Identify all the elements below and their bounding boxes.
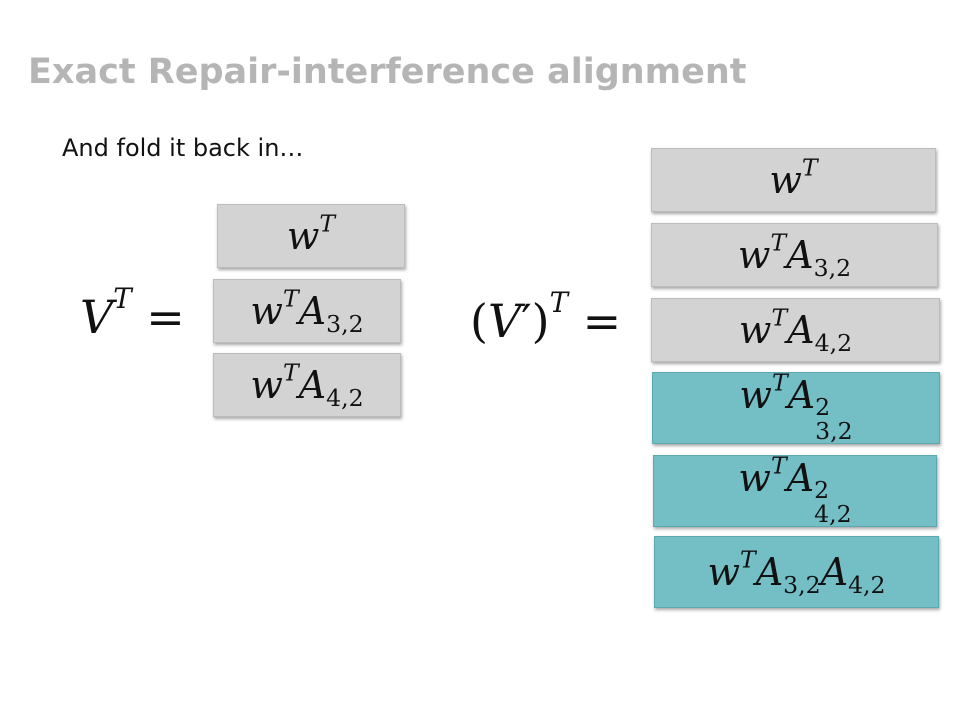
slide-title: Exact Repair-interference alignment <box>28 52 747 92</box>
left-row-2-math: wTA3,2 <box>250 284 364 339</box>
right-row-3: wTA4,2 <box>651 298 940 362</box>
left-row-3: wTA4,2 <box>213 353 401 417</box>
left-equation-lhs: VT = <box>80 282 185 344</box>
right-row-1-math: wT <box>769 153 818 202</box>
left-row-1: wT <box>217 204 405 268</box>
left-row-2: wTA3,2 <box>213 279 401 343</box>
left-row-3-math: wTA4,2 <box>250 358 364 413</box>
right-row-2: wTA3,2 <box>651 223 938 287</box>
right-row-1: wT <box>651 148 936 212</box>
left-row-1-math: wT <box>286 209 336 258</box>
right-equation-lhs: (V′)T = <box>470 286 622 348</box>
right-row-2-math: wTA3,2 <box>737 228 852 283</box>
right-row-3-math: wTA4,2 <box>738 303 853 358</box>
right-row-6: wTA3,2A4,2 <box>654 536 939 608</box>
slide-subtitle: And fold it back in… <box>62 134 304 162</box>
right-row-6-math: wTA3,2A4,2 <box>707 545 886 600</box>
